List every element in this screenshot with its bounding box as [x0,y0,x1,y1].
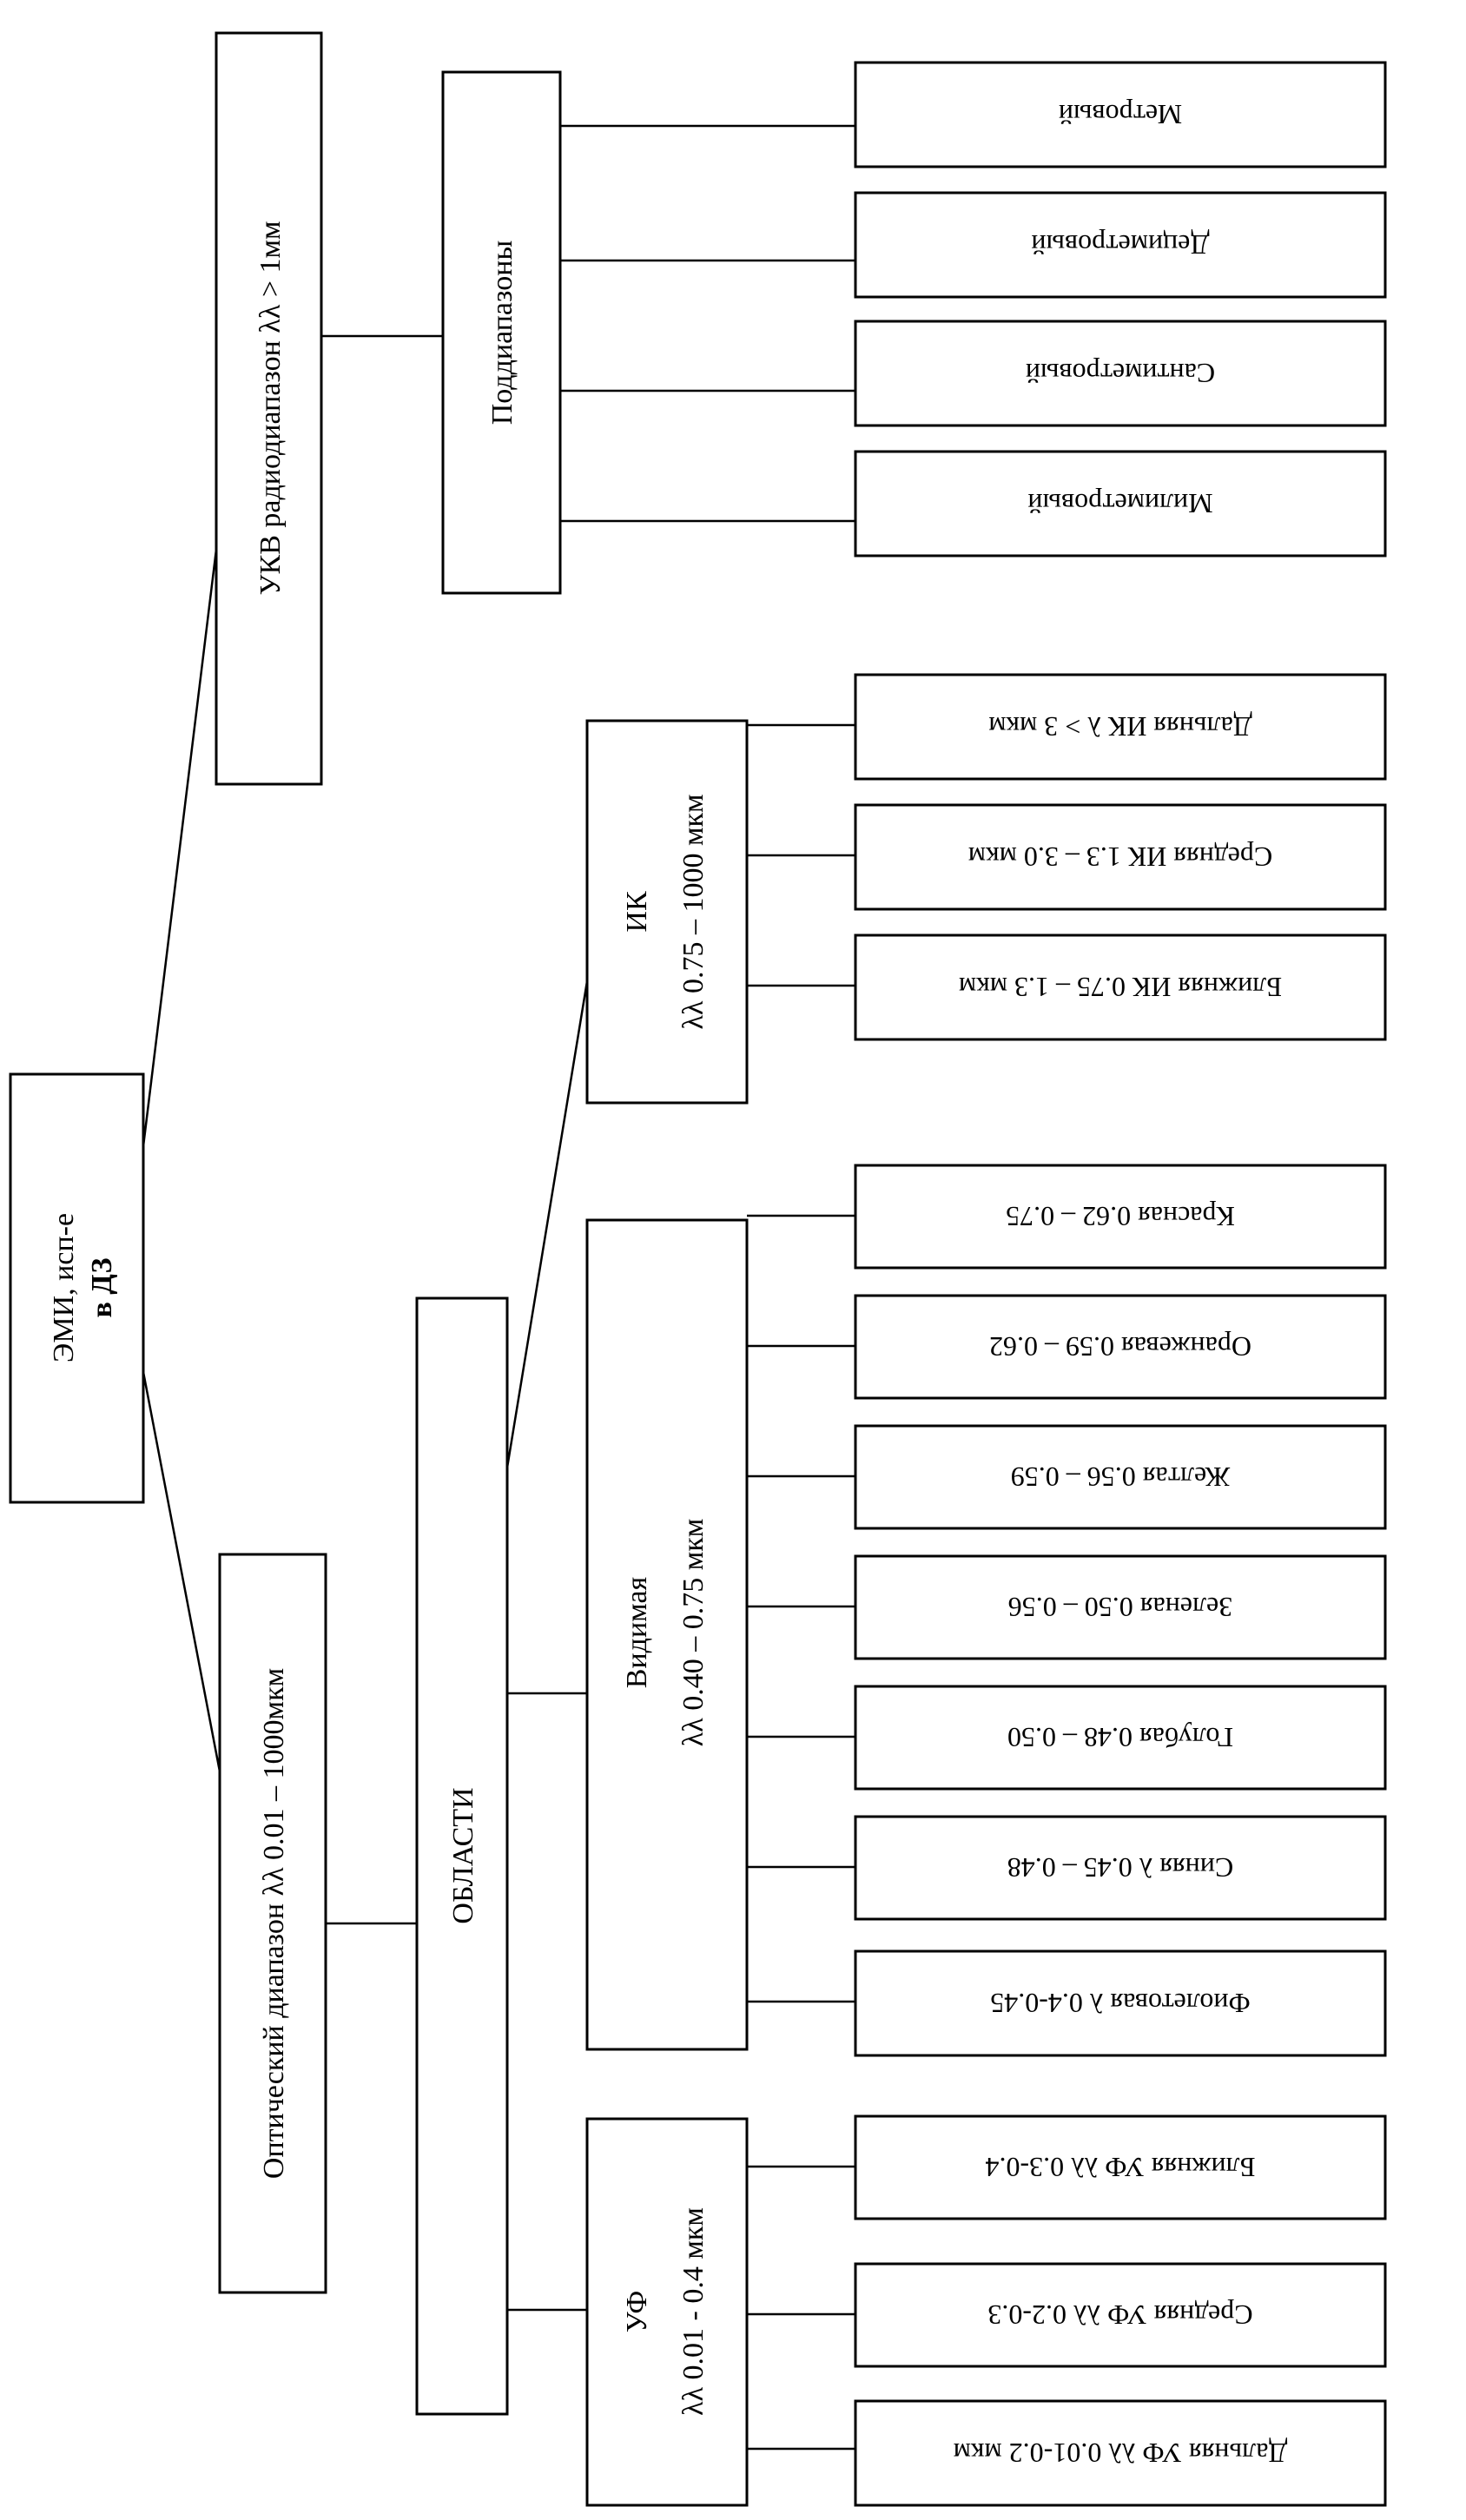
ir-title: ИК [621,891,653,933]
visible-leaves: Фиолетовая λ 0.4-0.45 Синяя λ 0.45 – 0.4… [854,1164,1387,2057]
root-box [9,1072,145,1504]
uv-item-box-2 [854,2262,1387,2368]
visible-item-box-1 [854,1949,1387,2057]
visible-item-2: Синяя λ 0.45 – 0.48 [1007,1852,1234,1883]
uv-node: УФ λλ 0.01 - 0.4 мкм [585,2117,749,2507]
ir-item-box-2 [854,803,1387,911]
uv-leaves: Дальняя УФ λλ 0.01-0.2 мкм Средняя УФ λλ… [854,2114,1387,2507]
radio-item-1: Милиметровый [1027,488,1212,519]
optical-range-box [218,1553,327,2294]
visible-item-6: Оранжевая 0.59 – 0.62 [989,1331,1251,1362]
visible-item-3: Голубая 0.48 – 0.50 [1007,1722,1233,1753]
uhf-range-label: УКВ радиодиапазон λλ > 1мм [254,221,287,595]
uhf-range-node: УКВ радиодиапазон λλ > 1мм [215,31,323,786]
visible-item-box-5 [854,1424,1387,1530]
visible-range: λλ 0.40 – 0.75 мкм [677,1519,710,1747]
connectors [142,124,855,2451]
ir-item-2: Средняя ИК 1.3 – 3.0 мкм [968,841,1272,873]
uv-item-2: Средняя УФ λλ 0.2-0.3 [987,2299,1252,2331]
radio-item-box-4 [854,61,1387,168]
visible-item-5: Желтая 0.56 – 0.59 [1011,1461,1231,1493]
edge-root-uhf [142,520,221,1147]
radio-item-box-1 [854,450,1387,557]
ir-range: λλ 0.75 – 1000 мкм [677,794,710,1029]
radio-item-box-2 [854,320,1387,427]
optical-range-node: Оптический диапазон λλ 0.01 – 1000мкм [218,1553,327,2294]
ir-item-box-1 [854,933,1387,1041]
root-label-line1: ЭМИ, исп-е [48,1213,80,1362]
visible-item-1: Фиолетовая λ 0.4-0.45 [990,1988,1251,2019]
subbands-label: Поддиапазоны [486,241,518,425]
visible-item-4: Зеленая 0.50 – 0.56 [1008,1592,1232,1623]
visible-item-box-2 [854,1815,1387,1921]
optical-range-label: Оптический диапазон λλ 0.01 – 1000мкм [258,1668,290,2179]
radio-leaves: Милиметровый Сантиметровый Дециметровый … [854,61,1387,557]
root-node: ЭМИ, исп-е в ДЗ [9,1072,145,1504]
regions-node: ОБЛАСТИ [415,1296,509,2416]
ir-leaves: Ближняя ИК 0.75 – 1.3 мкм Средняя ИК 1.3… [854,673,1387,1041]
uv-item-box-1 [854,2399,1387,2507]
ir-item-3: Дальняя ИК λ > 3 мкм [988,711,1252,742]
ir-item-box-3 [854,673,1387,781]
visible-node: Видимая λλ 0.40 – 0.75 мкм [585,1218,749,2051]
ir-box [585,719,749,1105]
radio-item-2: Сантиметровый [1026,358,1215,389]
edge-root-optical [142,1371,221,1772]
regions-label: ОБЛАСТИ [447,1787,479,1923]
regions-box [415,1296,509,2416]
edge-regions-ir [505,980,589,1468]
uv-title: УФ [621,2291,653,2332]
visible-item-box-7 [854,1164,1387,1270]
visible-item-7: Красная 0.62 – 0.75 [1006,1201,1235,1232]
uhf-range-box [215,31,323,786]
uv-box [585,2117,749,2507]
visible-item-box-3 [854,1685,1387,1791]
visible-title: Видимая [621,1576,653,1688]
uv-range: λλ 0.01 - 0.4 мкм [677,2207,710,2416]
root-label-line2: в ДЗ [86,1257,118,1317]
uv-item-box-3 [854,2114,1387,2220]
subbands-node: Поддиапазоны [441,70,562,595]
visible-box [585,1218,749,2051]
ir-node: ИК λλ 0.75 – 1000 мкм [585,719,749,1105]
uv-item-3: Ближняя УФ λλ 0.3-0.4 [986,2152,1256,2183]
visible-item-box-6 [854,1294,1387,1400]
subbands-box [441,70,562,595]
radio-item-4: Метровый [1059,99,1182,130]
radio-item-3: Дециметровый [1031,229,1209,261]
visible-item-box-4 [854,1554,1387,1660]
ir-item-1: Ближняя ИК 0.75 – 1.3 мкм [959,972,1282,1003]
uv-item-1: Дальняя УФ λλ 0.01-0.2 мкм [954,2438,1288,2469]
radio-item-box-3 [854,191,1387,299]
